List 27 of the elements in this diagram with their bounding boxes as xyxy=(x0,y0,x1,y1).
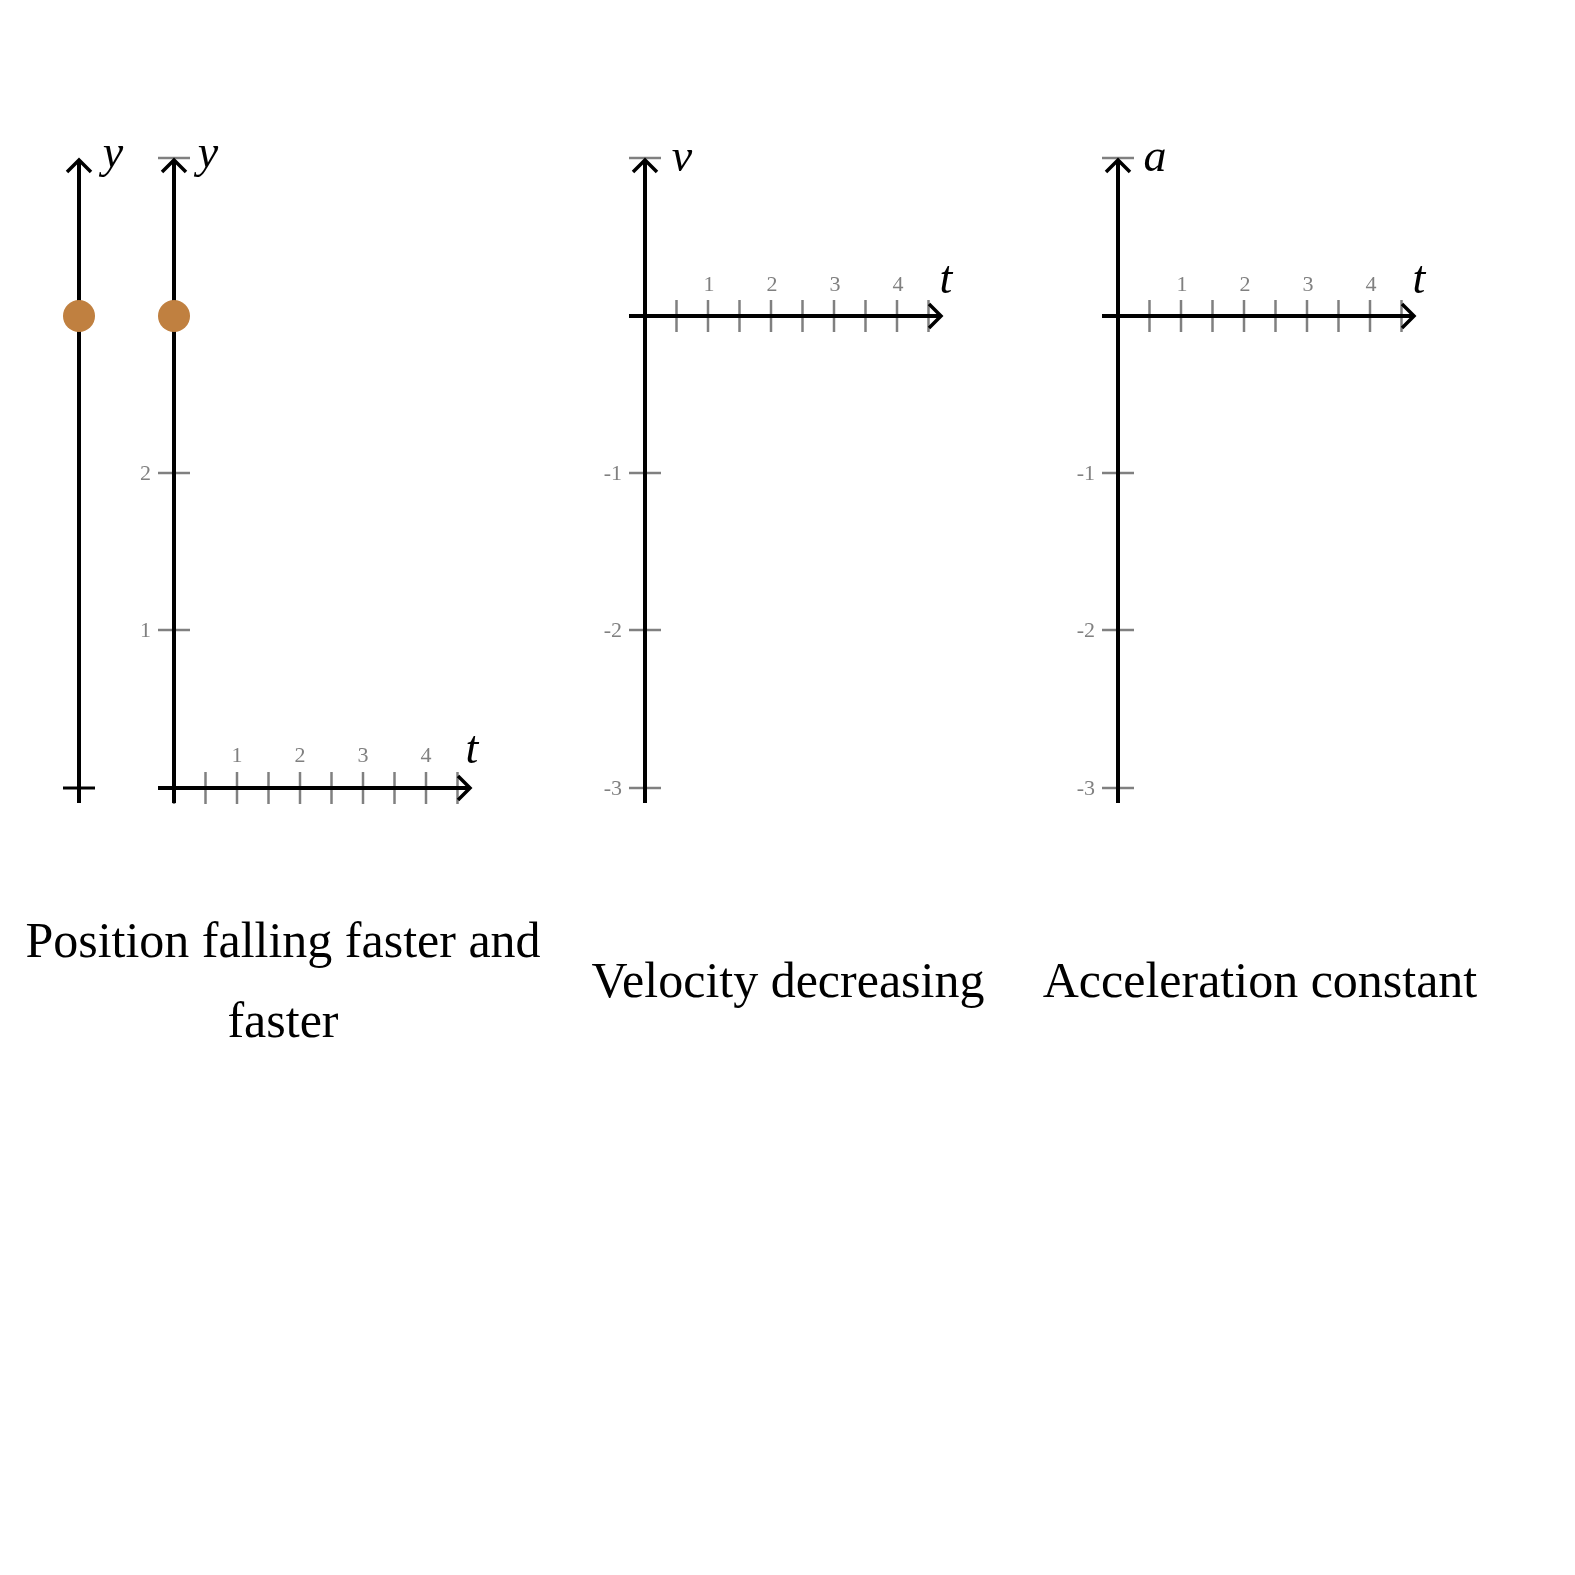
tick-label: -3 xyxy=(603,777,622,799)
axis-label: t xyxy=(1412,255,1426,301)
tick-label: -1 xyxy=(603,462,622,484)
tick-label: 4 xyxy=(1365,273,1377,295)
tick-label: 2 xyxy=(140,462,151,484)
tick-label: 1 xyxy=(231,744,243,766)
tick-label: 3 xyxy=(1302,273,1314,295)
tick-label: 1 xyxy=(703,273,715,295)
caption: Acceleration constant xyxy=(1041,951,1479,1010)
tick-label: 1 xyxy=(1176,273,1188,295)
tick-label: 3 xyxy=(357,744,369,766)
tick-label: 4 xyxy=(892,273,904,295)
tick-label: -2 xyxy=(603,619,622,641)
axis-label: t xyxy=(939,255,953,301)
tick-label: 1 xyxy=(140,619,151,641)
tick-label: -2 xyxy=(1076,619,1095,641)
axis-label: a xyxy=(1143,133,1167,179)
tick-label: 2 xyxy=(294,744,306,766)
tick-label: 3 xyxy=(829,273,841,295)
tick-label: -3 xyxy=(1076,777,1095,799)
axis-label: v xyxy=(671,133,693,179)
axis-label: t xyxy=(465,725,479,771)
tick-label: -1 xyxy=(1076,462,1095,484)
tick-label: 2 xyxy=(1239,273,1251,295)
caption: Position falling faster and faster xyxy=(24,911,542,1050)
tick-label: 4 xyxy=(420,744,432,766)
tick-label: 2 xyxy=(766,273,778,295)
